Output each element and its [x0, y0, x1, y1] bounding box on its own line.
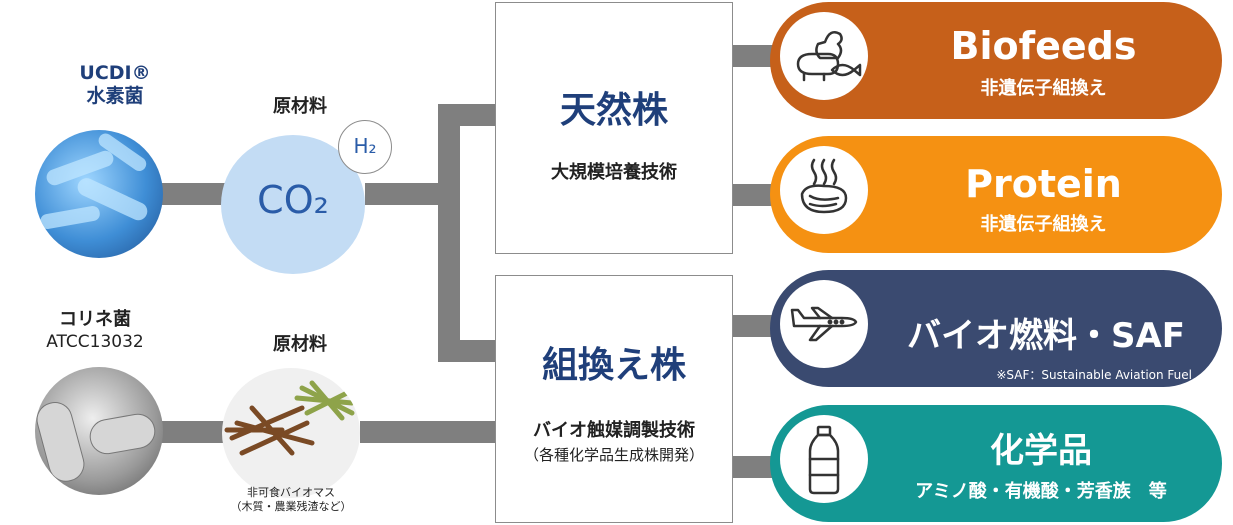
biomass-caption-2: （木質・農業残渣など） [230, 500, 352, 513]
ucdi-name: UCDI® [79, 62, 151, 84]
natural-strain-title: 天然株 [559, 90, 668, 131]
chemicals-sub: アミノ酸・有機酸・芳香族 等 [915, 481, 1167, 502]
raw-material-label-1: 原材料 [273, 96, 327, 117]
connector [438, 104, 460, 362]
recombinant-strain-title: 組換え株 [541, 345, 686, 386]
biofeeds-sub: 非遺伝子組換え [980, 78, 1107, 99]
airplane-icon [780, 280, 868, 368]
recombinant-strain-box: 組換え株 バイオ触媒調製技術 （各種化学品生成株開発） [495, 275, 733, 523]
connector [438, 340, 498, 362]
corine-name: コリネ菌 [59, 309, 131, 330]
protein-sub: 非遺伝子組換え [980, 214, 1107, 235]
meat-svg [800, 158, 848, 214]
natural-strain-box: 天然株 大規模培養技術 [495, 2, 733, 254]
connector [438, 104, 498, 126]
corynebacterium-image [35, 367, 163, 495]
ucdi-label: UCDI® 水素菌 [40, 62, 190, 108]
protein-title: Protein [965, 162, 1122, 206]
recombinant-strain-note: （各種化学品生成株開発） [523, 446, 704, 464]
h2-text: H₂ [353, 134, 377, 158]
wood-chips-illustration [224, 380, 355, 456]
bottle-icon [780, 415, 868, 503]
raw-material-label-2: 原材料 [273, 334, 327, 355]
hydrogen-bacteria-image [35, 130, 163, 258]
co2-text: CO₂ [257, 178, 329, 222]
biofuel-pill: バイオ燃料・SAF ※SAF：Sustainable Aviation Fuel [770, 270, 1222, 387]
corine-label: コリネ菌 ATCC13032 [20, 308, 170, 354]
connector [155, 183, 235, 205]
biofeeds-title: Biofeeds [950, 24, 1137, 68]
biofeeds-pill: Biofeeds 非遺伝子組換え [770, 2, 1222, 119]
animals-svg [796, 31, 862, 82]
biomass-caption-1: 非可食バイオマス [247, 486, 335, 499]
airplane-svg [790, 306, 858, 342]
h2-circle [338, 120, 392, 174]
natural-strain-sub: 大規模培養技術 [551, 162, 677, 183]
corine-sub: ATCC13032 [46, 332, 144, 352]
biofuel-note: ※SAF：Sustainable Aviation Fuel [996, 368, 1192, 382]
biofuel-title: バイオ燃料・SAF [906, 316, 1186, 356]
ucdi-sub: 水素菌 [86, 85, 144, 107]
chemicals-pill: 化学品 アミノ酸・有機酸・芳香族 等 [770, 405, 1222, 522]
meat-icon [780, 146, 868, 234]
biomass-image [222, 368, 360, 498]
bacteria-illustration [40, 133, 148, 229]
connector [160, 421, 240, 443]
chemicals-title: 化学品 [990, 431, 1092, 471]
recombinant-strain-sub: バイオ触媒調製技術 [533, 420, 695, 441]
connector [732, 184, 774, 206]
sem-illustration [36, 402, 156, 482]
connector [732, 315, 774, 337]
connector [732, 456, 774, 478]
connector [360, 421, 500, 443]
bottle-svg [808, 425, 840, 495]
connector [365, 183, 450, 205]
animals-icon [780, 12, 868, 100]
protein-pill: Protein 非遺伝子組換え [770, 136, 1222, 253]
connector [732, 45, 774, 67]
